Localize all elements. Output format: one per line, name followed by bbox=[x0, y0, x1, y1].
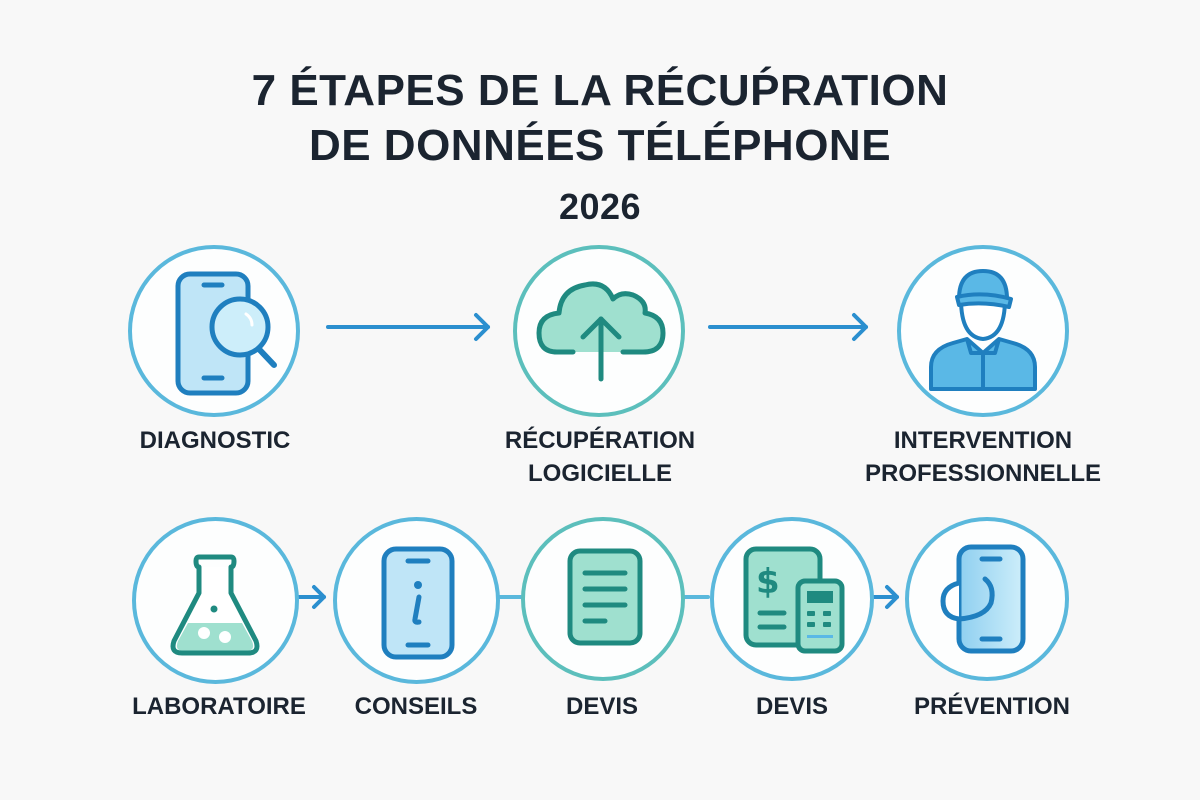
title-line-1: 7 ÉTAPES DE LA RÉCUṔRATION bbox=[251, 66, 949, 115]
step-prevention bbox=[905, 517, 1069, 681]
phone-search-icon bbox=[175, 271, 277, 396]
step-label-devis-2: DEVIS bbox=[755, 693, 829, 720]
flask-icon bbox=[170, 554, 260, 656]
phone-info-icon bbox=[381, 546, 455, 660]
cloud-upload-icon bbox=[536, 281, 666, 382]
step-intervention-professionnelle bbox=[897, 245, 1069, 417]
step-laboratoire bbox=[132, 517, 299, 684]
step-devis-calculator: $ bbox=[710, 517, 874, 681]
title-year: 2026 bbox=[558, 186, 642, 227]
step-conseils bbox=[333, 517, 500, 684]
technician-icon bbox=[929, 269, 1037, 391]
step-label-prevention: PRÉVENTION bbox=[913, 693, 1071, 720]
step-label-recuperation-line1: RÉCUPÉRATION bbox=[504, 427, 696, 454]
step-diagnostic bbox=[128, 245, 300, 417]
phone-protection-icon bbox=[940, 544, 1026, 654]
step-label-laboratoire: LABORATOIRE bbox=[132, 693, 306, 720]
arrow-1-icon bbox=[326, 313, 490, 341]
step-label-intervention-line1: INTERVENTION bbox=[893, 427, 1073, 454]
step-recuperation-logicielle bbox=[513, 245, 685, 417]
step-label-recuperation-line2: LOGICIELLE bbox=[528, 460, 672, 487]
arrow-6-icon bbox=[869, 585, 899, 609]
step-devis-document bbox=[521, 517, 685, 681]
step-label-conseils: CONSEILS bbox=[354, 693, 478, 720]
title-line-2: DE DONNÉES TÉLÉPHONE bbox=[308, 121, 892, 170]
step-label-devis-1: DEVIS bbox=[565, 693, 639, 720]
document-icon bbox=[567, 548, 643, 646]
arrow-2-icon bbox=[708, 313, 868, 341]
arrow-3-icon bbox=[295, 585, 326, 609]
step-label-diagnostic: DIAGNOSTIC bbox=[139, 427, 291, 454]
svg-text:$: $ bbox=[756, 562, 780, 602]
invoice-calculator-icon: $ bbox=[743, 546, 845, 654]
step-label-intervention-line2: PROFESSIONNELLE bbox=[864, 460, 1102, 487]
